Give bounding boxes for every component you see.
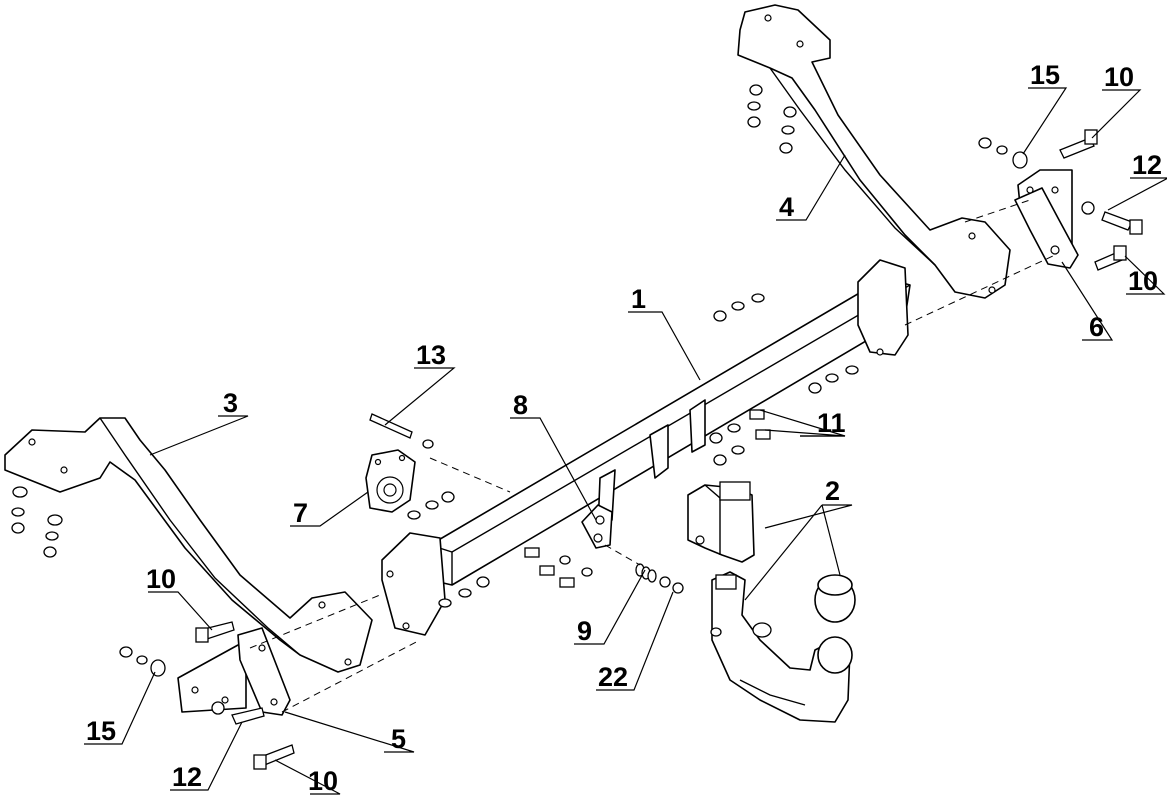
callout-labels: 1 2 3 4 5 6 7 8 9 10 10 10 10 11 12 12 1… — [86, 60, 1162, 796]
right-end-bracket-part-6 — [1014, 169, 1079, 269]
callout-9: 9 — [577, 616, 592, 646]
part-22-washer — [659, 576, 684, 594]
part-13-bolt — [369, 413, 434, 449]
callout-22: 22 — [598, 662, 628, 692]
callout-6: 6 — [1089, 312, 1104, 342]
callout-13: 13 — [416, 340, 446, 370]
callout-4: 4 — [779, 192, 794, 222]
left-bracket-hardware — [119, 621, 295, 770]
right-arm-hardware — [747, 84, 797, 154]
callout-8: 8 — [513, 390, 528, 420]
callout-15-left: 15 — [86, 716, 116, 746]
callout-3: 3 — [223, 388, 238, 418]
callout-10-right-bottom: 10 — [1128, 266, 1158, 296]
callout-12-right: 12 — [1132, 150, 1162, 180]
part-9-spring — [635, 563, 657, 583]
left-arm-hardware — [11, 486, 63, 558]
part-11-bolts — [709, 409, 771, 466]
callout-7: 7 — [293, 498, 308, 528]
callout-2: 2 — [825, 476, 840, 506]
callout-11: 11 — [817, 408, 846, 438]
left-end-bracket-part-5 — [177, 627, 291, 716]
beam-mount-hardware — [407, 293, 859, 608]
right-side-arm-part-4 — [737, 4, 1011, 299]
callout-15-right: 15 — [1030, 60, 1060, 90]
main-cross-beam-part-1 — [381, 259, 911, 636]
callout-10-right-top: 10 — [1104, 62, 1134, 92]
socket-plate-part-7 — [365, 449, 416, 513]
left-side-arm-part-3 — [4, 417, 373, 673]
alignment-lines — [249, 199, 1056, 713]
tow-ball-assembly-part-2 — [687, 481, 856, 723]
callout-1: 1 — [631, 284, 646, 314]
callout-12-left: 12 — [172, 762, 202, 792]
callout-10-left-bottom: 10 — [308, 766, 338, 796]
callout-5: 5 — [391, 724, 406, 754]
callout-10-left-top: 10 — [146, 564, 176, 594]
right-bracket-hardware — [978, 129, 1143, 271]
part-8-bracket — [581, 504, 613, 549]
leader-lines — [84, 87, 1167, 795]
